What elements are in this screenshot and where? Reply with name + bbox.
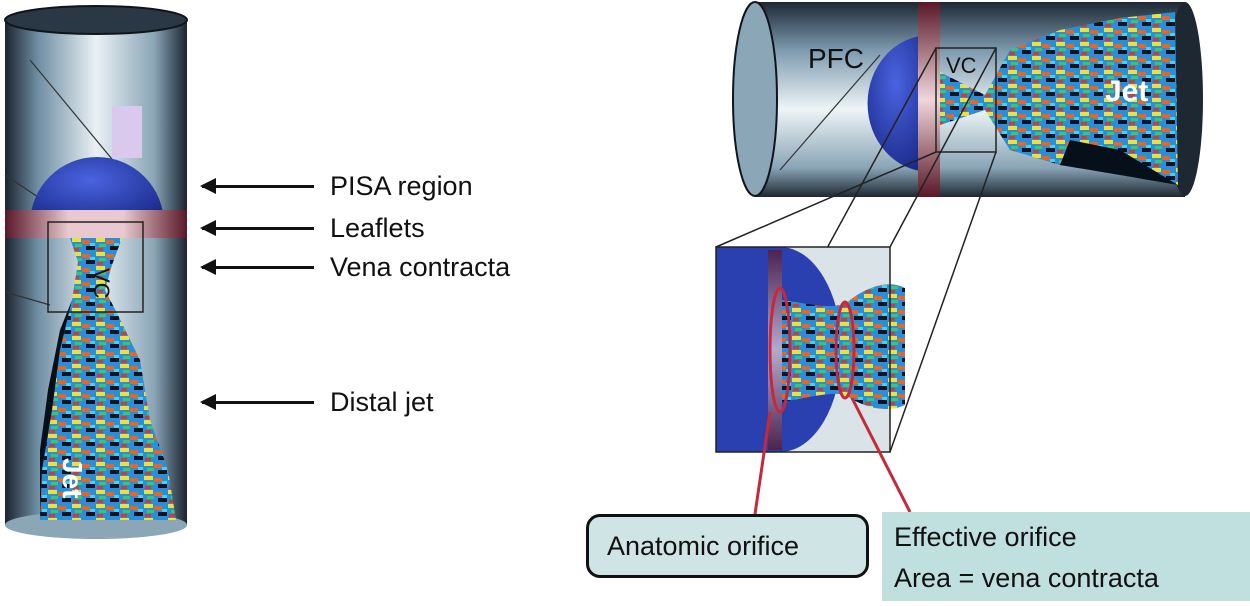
pisa-region-label: PISA region <box>330 171 473 201</box>
jet-label-right: Jet <box>1105 75 1149 108</box>
vc-label-left: VC <box>89 268 114 299</box>
effective-orifice-ring <box>834 300 856 400</box>
pisa-dome-left <box>30 157 164 224</box>
zoom-box <box>715 246 905 453</box>
anatomic-pointer <box>753 411 772 515</box>
effective-orifice-label: Effective orifice <box>894 522 1077 552</box>
arrow-leaflets <box>200 220 314 236</box>
effective-orifice-area-label: Area = vena contracta <box>894 563 1159 593</box>
leaflets-left <box>5 210 187 238</box>
jet-right <box>940 12 1178 185</box>
anatomic-orifice-box: Anatomic orifice <box>586 514 869 578</box>
vc-box-right <box>935 47 997 153</box>
pfc-dome <box>867 35 930 172</box>
effective-pointer <box>850 397 912 513</box>
pfc-label: PFC <box>808 43 864 74</box>
jet-left <box>40 238 176 520</box>
arrow-distal-jet <box>200 394 314 410</box>
distal-jet-label: Distal jet <box>330 387 434 417</box>
vc-label-right: VC <box>946 53 977 78</box>
anatomic-orifice-label: Anatomic orifice <box>607 531 800 561</box>
arrow-pisa <box>200 178 314 194</box>
effective-orifice-box: Effective orifice Area = vena contracta <box>882 512 1250 601</box>
arrow-vena-contracta <box>200 259 314 275</box>
vc-box-left <box>47 221 144 313</box>
jet-label-left: Jet <box>57 458 88 499</box>
anatomic-orifice-ring <box>768 286 792 414</box>
leaflets-label: Leaflets <box>330 213 425 243</box>
vena-contracta-label: Vena contracta <box>330 252 511 282</box>
